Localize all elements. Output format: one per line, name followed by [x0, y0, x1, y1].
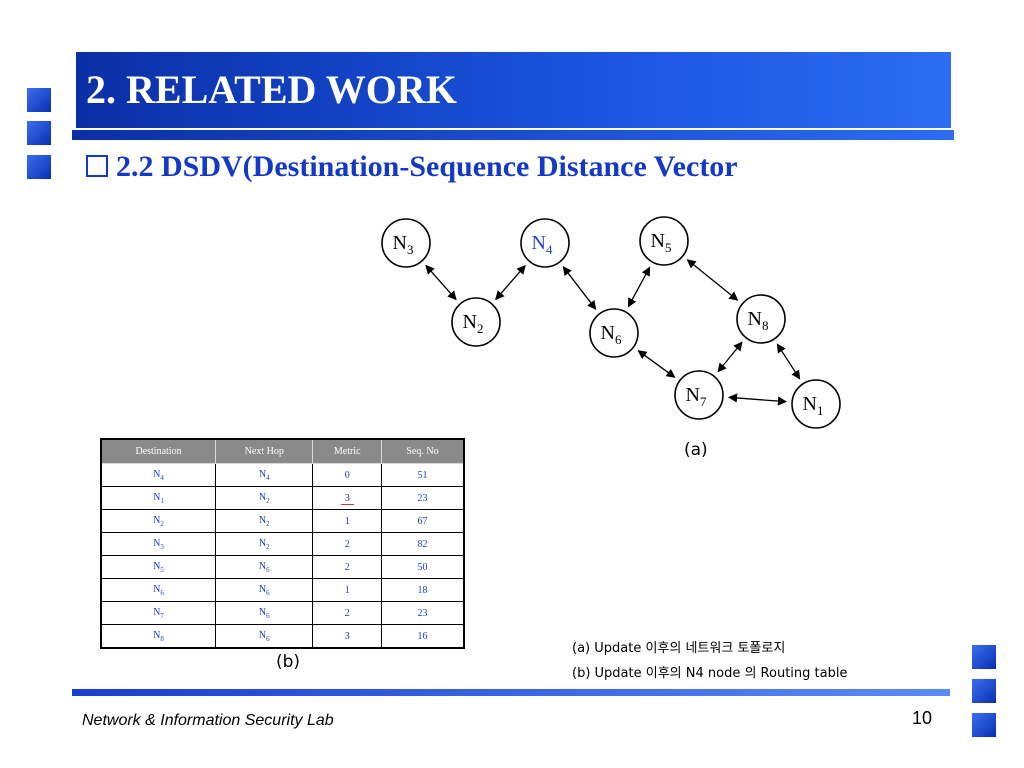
cell-metric: 3: [312, 486, 382, 510]
decor-square-right-1: [972, 645, 996, 669]
cell-seq-no: 23: [380, 486, 465, 510]
page-number: 10: [912, 708, 933, 728]
cell-next-hop: N6: [215, 578, 314, 602]
footer-rule: [72, 689, 950, 696]
footer-lab-name: Network & Information Security Lab: [82, 712, 334, 729]
checkbox-bullet-icon: [86, 155, 108, 177]
decor-square-right-2: [972, 679, 996, 703]
edge-n6-n5: [627, 266, 651, 308]
edge-n6-n7: [637, 350, 676, 378]
cell-next-hop: N2: [215, 509, 314, 533]
cell-seq-no: 23: [380, 601, 465, 625]
cell-next-hop: N2: [215, 532, 314, 556]
edge-n7-n1: [728, 393, 787, 406]
node-n1: N1: [791, 379, 841, 429]
node-circle: [520, 218, 570, 268]
decor-square-left-1: [27, 88, 51, 112]
cell-metric: 2: [312, 555, 382, 579]
cell-destination: N5: [100, 555, 217, 579]
node-circle: [589, 308, 639, 358]
cell-seq-no: 50: [380, 555, 465, 579]
header-seq-no: Seq. No: [380, 438, 465, 464]
table-header-row: Destination Next Hop Metric Seq. No: [100, 438, 465, 464]
subtitle-text: 2.2 DSDV(Destination-Sequence Distance V…: [116, 150, 738, 183]
node-n7: N7: [674, 370, 724, 420]
cell-destination: N3: [100, 532, 217, 556]
cell-destination: N6: [100, 578, 217, 602]
node-circle: [674, 370, 724, 420]
edge-n7-n8: [717, 341, 743, 373]
node-circle: [791, 379, 841, 429]
cell-destination: N1: [100, 486, 217, 510]
node-circle: [736, 294, 786, 344]
cell-metric: 2: [312, 532, 382, 556]
cell-metric: 1: [312, 509, 382, 533]
cell-next-hop: N2: [215, 486, 314, 510]
cell-destination: N2: [100, 509, 217, 533]
node-n5: N5: [639, 216, 689, 266]
header-next-hop: Next Hop: [215, 438, 314, 464]
node-circle: [451, 297, 501, 347]
decor-square-left-3: [27, 155, 51, 179]
cell-next-hop: N4: [215, 463, 314, 487]
edge-n4-n6: [562, 266, 597, 310]
cell-destination: N8: [100, 624, 217, 649]
node-n3: N3: [381, 218, 431, 268]
cell-metric: 2: [312, 601, 382, 625]
node-n4: N4: [520, 218, 570, 268]
caption-b: (b): [276, 652, 301, 672]
note-a: (a) Update 이후의 네트워크 토폴로지: [572, 641, 786, 656]
cell-destination: N7: [100, 601, 217, 625]
node-n6: N6: [589, 308, 639, 358]
cell-seq-no: 18: [380, 578, 465, 602]
title-underline: [72, 130, 954, 140]
cell-next-hop: N6: [215, 555, 314, 579]
node-circle: [381, 218, 431, 268]
edge-n2-n4: [495, 264, 526, 301]
cell-seq-no: 51: [380, 463, 465, 487]
edge-n5-n8: [686, 259, 739, 301]
node-n8: N8: [736, 294, 786, 344]
node-n2: N2: [451, 297, 501, 347]
notes: (a) Update 이후의 네트워크 토폴로지 (b) Update 이후의 …: [572, 636, 847, 686]
header-metric: Metric: [312, 438, 382, 464]
slide-title: 2. RELATED WORK: [86, 67, 457, 112]
edge-n8-n1: [776, 343, 801, 380]
node-circle: [639, 216, 689, 266]
slide-subtitle: 2.2 DSDV(Destination-Sequence Distance V…: [86, 150, 738, 184]
caption-a: (a): [684, 440, 708, 460]
cell-next-hop: N6: [215, 601, 314, 625]
cell-destination: N4: [100, 463, 217, 487]
title-bar: 2. RELATED WORK: [76, 52, 951, 128]
cell-seq-no: 82: [380, 532, 465, 556]
header-destination: Destination: [100, 438, 217, 464]
cell-seq-no: 67: [380, 509, 465, 533]
note-b: (b) Update 이후의 N4 node 의 Routing table: [572, 666, 848, 681]
decor-square-left-2: [27, 121, 51, 145]
cell-seq-no: 16: [380, 624, 465, 649]
edge-n3-n2: [425, 264, 457, 301]
cell-metric: 1: [312, 578, 382, 602]
cell-metric: 3: [312, 624, 382, 649]
cell-next-hop: N6: [215, 624, 314, 649]
decor-square-right-3: [972, 713, 996, 737]
cell-metric: 0: [312, 463, 382, 487]
